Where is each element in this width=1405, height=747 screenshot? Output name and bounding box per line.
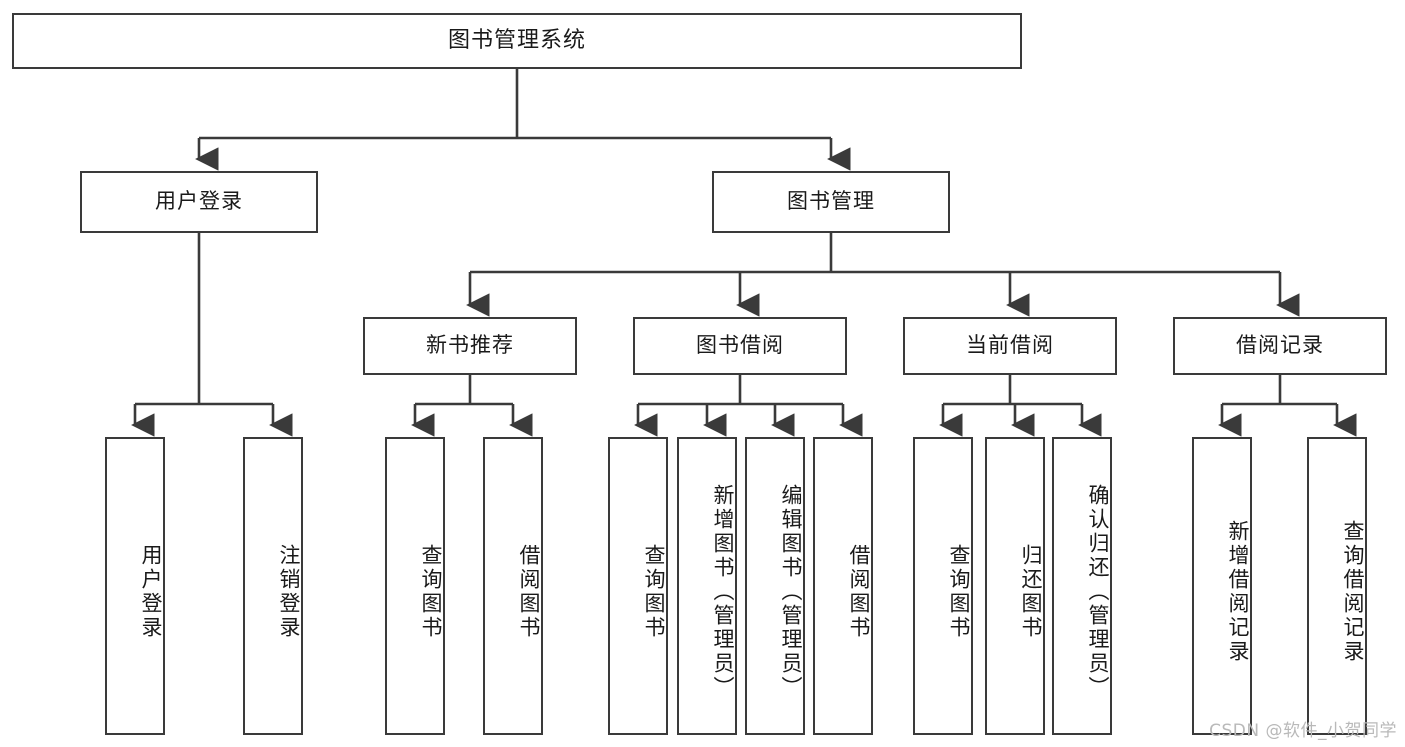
node-leaf-cur-return-book[interactable]: 归还图书 xyxy=(985,437,1045,735)
node-user-login[interactable]: 用户登录 xyxy=(80,171,318,233)
node-leaf-rec-add-record[interactable]: 新增借阅记录 xyxy=(1192,437,1252,735)
leaf-label: 归还图书 xyxy=(1019,544,1043,640)
csdn-watermark: CSDN @软件_小贺同学 xyxy=(1209,721,1397,741)
leaf-label: 编辑图书（管理员） xyxy=(779,484,803,700)
leaf-label: 查询借阅记录 xyxy=(1341,520,1365,664)
leaf-label: 确认归还（管理员） xyxy=(1086,484,1110,700)
leaf-label: 查询图书 xyxy=(642,544,666,640)
node-leaf-rec-borrow-book[interactable]: 借阅图书 xyxy=(483,437,543,735)
leaf-label: 用户登录 xyxy=(139,544,163,640)
leaf-label: 新增图书（管理员） xyxy=(711,484,735,700)
leaf-label: 查询图书 xyxy=(419,544,443,640)
node-book-borrow[interactable]: 图书借阅 xyxy=(633,317,847,375)
leaf-label: 新增借阅记录 xyxy=(1226,520,1250,664)
node-book-manage[interactable]: 图书管理 xyxy=(712,171,950,233)
node-borrow-record[interactable]: 借阅记录 xyxy=(1173,317,1387,375)
node-leaf-user-login[interactable]: 用户登录 xyxy=(105,437,165,735)
leaf-label: 借阅图书 xyxy=(847,544,871,640)
node-leaf-user-logout[interactable]: 注销登录 xyxy=(243,437,303,735)
node-leaf-bor-borrow-book[interactable]: 借阅图书 xyxy=(813,437,873,735)
node-leaf-bor-query-book[interactable]: 查询图书 xyxy=(608,437,668,735)
leaf-label: 查询图书 xyxy=(947,544,971,640)
node-leaf-cur-confirm-return[interactable]: 确认归还（管理员） xyxy=(1052,437,1112,735)
node-leaf-bor-edit-book[interactable]: 编辑图书（管理员） xyxy=(745,437,805,735)
leaf-label: 借阅图书 xyxy=(517,544,541,640)
leaf-label: 注销登录 xyxy=(277,544,301,640)
node-leaf-rec-query-record[interactable]: 查询借阅记录 xyxy=(1307,437,1367,735)
node-leaf-bor-add-book[interactable]: 新增图书（管理员） xyxy=(677,437,737,735)
node-new-book-recommend[interactable]: 新书推荐 xyxy=(363,317,577,375)
node-leaf-cur-query-book[interactable]: 查询图书 xyxy=(913,437,973,735)
node-leaf-rec-query-book[interactable]: 查询图书 xyxy=(385,437,445,735)
node-current-borrow[interactable]: 当前借阅 xyxy=(903,317,1117,375)
node-root[interactable]: 图书管理系统 xyxy=(12,13,1022,69)
